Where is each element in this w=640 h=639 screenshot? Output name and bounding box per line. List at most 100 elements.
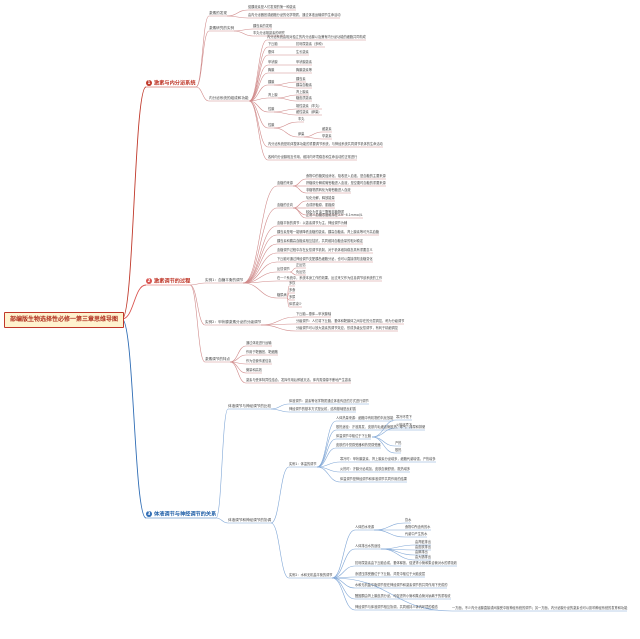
gland-node[interactable]: 甲状腺 [268,60,278,64]
blood-go-item[interactable]: 转化为甘油三酯等非糖物质 [306,210,345,214]
water-node[interactable]: 实例2：水和无机盐平衡的调节 [289,573,333,577]
gonad-node[interactable]: 性腺 [268,123,275,127]
char-item[interactable]: 微量和高效 [246,368,262,372]
feedback-item[interactable]: 正反馈 [296,263,306,267]
study-item[interactable]: 睾丸分泌雄激素的研究 [253,31,285,35]
case2-node[interactable]: 实例2：甲状腺激素分泌的分级调节 [205,320,262,324]
temp-sub[interactable]: 散热 [395,448,402,452]
study-item[interactable]: 胰岛素的发现 [253,24,273,28]
temp-sub[interactable]: 产热 [395,441,402,445]
gonad-sub[interactable]: 卵巢 [298,132,305,136]
system-end2[interactable]: 各种内分泌腺相互作用，维持内环境稳态和生命活动的正常进行 [268,155,358,159]
case2-item[interactable]: 分级调节：人们将下丘脑、垂体和靶腺体之间存在的分层调控，称为分级调节 [296,319,405,323]
water-src[interactable]: 人体的水来源 [355,525,375,529]
feedback-note[interactable]: 在一个系统中，系统本身工作的效果，反过来又作为信息调节该系统的工作 [277,276,383,280]
blood-source-item[interactable]: 肝糖原分解成葡萄糖进入血液，是空腹时血糖的重要来源 [306,181,386,185]
water-out-item[interactable]: 由肾脏排出 [415,540,431,544]
regulation-item[interactable]: 下丘脑可通过神经调节支配胰岛细胞分泌，也可以直接感知血糖变化 [277,257,373,261]
system-intro[interactable]: 内分泌系统由相对独立的内分泌腺以及兼有内分泌功能的细胞共同构成 [267,35,366,39]
root-node[interactable]: 部编版生物选择性必修一第三章思维导图 [4,312,124,328]
water-note[interactable]: 抗利尿激素由下丘脑合成，垂体释放，促进肾小管和集合管对水的重吸收 [355,561,457,565]
hormone-node[interactable]: 甲状腺激素 [296,60,312,64]
hormone-node[interactable]: 胰岛素 [296,77,306,81]
case2-item[interactable]: 下丘脑—垂体—甲状腺轴 [296,312,332,316]
gonad-sub[interactable]: 睾丸 [298,117,305,121]
discover-item[interactable]: 由内分泌器官或细胞分泌的化学物质，通过体液运输调节生命活动 [248,13,341,17]
water-note[interactable]: 神经调节与体液调节相互协调，共同维持人体内环境的稳态 [355,605,438,609]
hormone-node[interactable]: 生长激素 [296,50,309,54]
hormone-node[interactable]: 抗利尿激素（多种） [296,42,325,46]
system-end[interactable]: 内分泌系统是机体整体功能的重要调节系统，与神经系统共同调节机体的生命活动 [268,142,383,146]
char-item[interactable]: 作用于靶器官、靶细胞 [246,350,278,354]
temp-sub[interactable]: 寒冷环境下 [396,415,412,419]
case2-item[interactable]: 分级调节可以放大激素的调节效应，形成多级反馈调节，有利于精细调控 [296,326,398,330]
temp-note[interactable]: 体温调节是神经调节和体液调节共同作用的结果 [340,477,407,481]
study-node[interactable]: 激素研究的实例 [209,26,235,30]
gland-node[interactable]: 胰腺 [268,80,275,84]
hormone-node[interactable]: 肾上腺素 [296,90,309,94]
temp-note[interactable]: 炎热时：汗腺分泌增加，皮肤血管舒张，散热增多 [340,467,411,471]
end-note[interactable]: 一方面，不少内分泌腺直接或间接受中枢神经系统的调节；另一方面，内分泌腺分泌的激素… [452,606,628,610]
water-out[interactable]: 人体排出水的途径 [355,544,381,548]
compare-item[interactable]: 神经调节的基本方式是反射，结构基础是反射弧 [289,407,356,411]
water-src-item[interactable]: 食物中所含有的水 [405,525,431,529]
water-note[interactable]: 醛固酮由肾上腺皮质分泌，可促进肾小管和集合管对钠离子的重吸收 [355,594,451,598]
diabetes-item[interactable]: 多尿 [289,295,296,299]
blood-source-item[interactable]: 非糖物质转化为葡萄糖进入血液 [306,188,351,192]
discover-item[interactable]: 促胰液素是人们发现的第一种激素 [248,5,296,9]
diabetes-item[interactable]: 体重减少 [289,302,302,306]
gland-node[interactable]: 垂体 [268,50,275,54]
gland-node[interactable]: 下丘脑 [268,42,278,46]
blood-go[interactable]: 血糖的去向 [277,203,293,207]
system-node[interactable]: 内分泌系统的组成和功能 [209,96,249,100]
feedback-node[interactable]: 反馈调节 [277,267,290,271]
char-node[interactable]: 激素调节的特点 [205,357,231,361]
blood-go-note[interactable]: 正常人血糖浓度维持在3.9~6.1mmol/L [306,213,363,217]
discover-node[interactable]: 激素的发现 [209,11,227,15]
ovary-item[interactable]: 孕激素 [322,134,332,138]
water-src-item[interactable]: 饮水 [405,518,412,522]
blood-go-item[interactable]: 氧化分解，释放能量 [306,196,335,200]
regulation-item[interactable]: 血糖调节过程中存在反馈调节机制，对于机体维持稳态具有重要意义 [277,248,373,252]
hormone-node[interactable]: 糖皮质激素 [296,96,312,100]
char-note[interactable]: 激素与受体特异性结合，发挥作用后即被灭活，体内需源源不断地产生激素 [246,378,352,382]
water-out-item[interactable]: 由大肠排出 [415,555,431,559]
regulation-item[interactable]: 血糖平衡的调节：以激素调节为主，神经调节为辅 [277,221,348,225]
char-item[interactable]: 作为信使传递信息 [246,359,272,363]
ovary-item[interactable]: 雌激素 [322,127,332,131]
compare-item[interactable]: 体液调节：激素等化学物质通过体液传送的方式进行调节 [289,399,369,403]
water-note[interactable]: 渗透压感受器位于下丘脑，渴觉中枢位于大脑皮层 [355,572,426,576]
temp-node[interactable]: 实例1：体温的调节 [289,462,317,466]
feedback-item[interactable]: 负反馈 [296,270,306,274]
blood-source[interactable]: 血糖的来源 [277,181,293,185]
water-note[interactable]: 水和无机盐平衡调节是在神经调节和激素调节的共同作用下完成的 [355,583,448,587]
temp-item[interactable]: 散热途径：汗液蒸发、皮肤内毛细血管散热、呼气、排尿和排便 [336,425,426,429]
case1-node[interactable]: 实例1：血糖平衡的调节 [205,278,244,282]
gland-node[interactable]: 胸腺 [268,68,275,72]
regulation-item[interactable]: 胰岛素和胰高血糖素相互拮抗，共同维持血糖含量的相对稳定 [277,239,364,243]
water-out-item[interactable]: 由肺排出 [415,550,428,554]
blood-source-item[interactable]: 食物中的糖类经消化、吸收进入血液，是血糖的主要来源 [306,174,386,178]
blood-go-item[interactable]: 合成肝糖原、肌糖原 [306,203,335,207]
hormone-node[interactable]: 胰高血糖素 [296,83,312,87]
temp-item[interactable]: 人体热量来源：细胞中有机物的氧化放能 [336,416,394,420]
temp-sub[interactable]: 炎热环境下 [396,423,412,427]
hormone-node[interactable]: 雌性激素（卵巢） [296,110,322,114]
temp-note[interactable]: 寒冷时：甲状腺激素、肾上腺素分泌增多，细胞代谢增强，产热增多 [340,457,436,461]
water-out-item[interactable]: 由皮肤排出 [415,545,431,549]
regulation-item[interactable]: 胰岛素是唯一能够降低血糖的激素，胰高血糖素、肾上腺素等可升高血糖 [277,230,379,234]
hormone-node[interactable]: 胸腺激素等 [296,68,312,72]
diabetes-item[interactable]: 多食 [289,288,296,292]
water-src-item[interactable]: 代谢中产生的水 [405,532,428,536]
coord-node[interactable]: 体液调节和神经调节的协调 [228,518,272,522]
temp-item[interactable]: 体温调节中枢位于下丘脑 [336,434,372,438]
char-item[interactable]: 通过体液进行运输 [246,341,272,345]
diabetes-node[interactable]: 糖尿病 [277,293,287,297]
compare-node[interactable]: 体液调节与神经调节的比较 [228,404,272,408]
hormone-node[interactable]: 雄性激素（睾丸） [296,104,322,108]
diabetes-item[interactable]: 多饮 [289,281,296,285]
gland-node[interactable]: 性腺 [268,107,275,111]
